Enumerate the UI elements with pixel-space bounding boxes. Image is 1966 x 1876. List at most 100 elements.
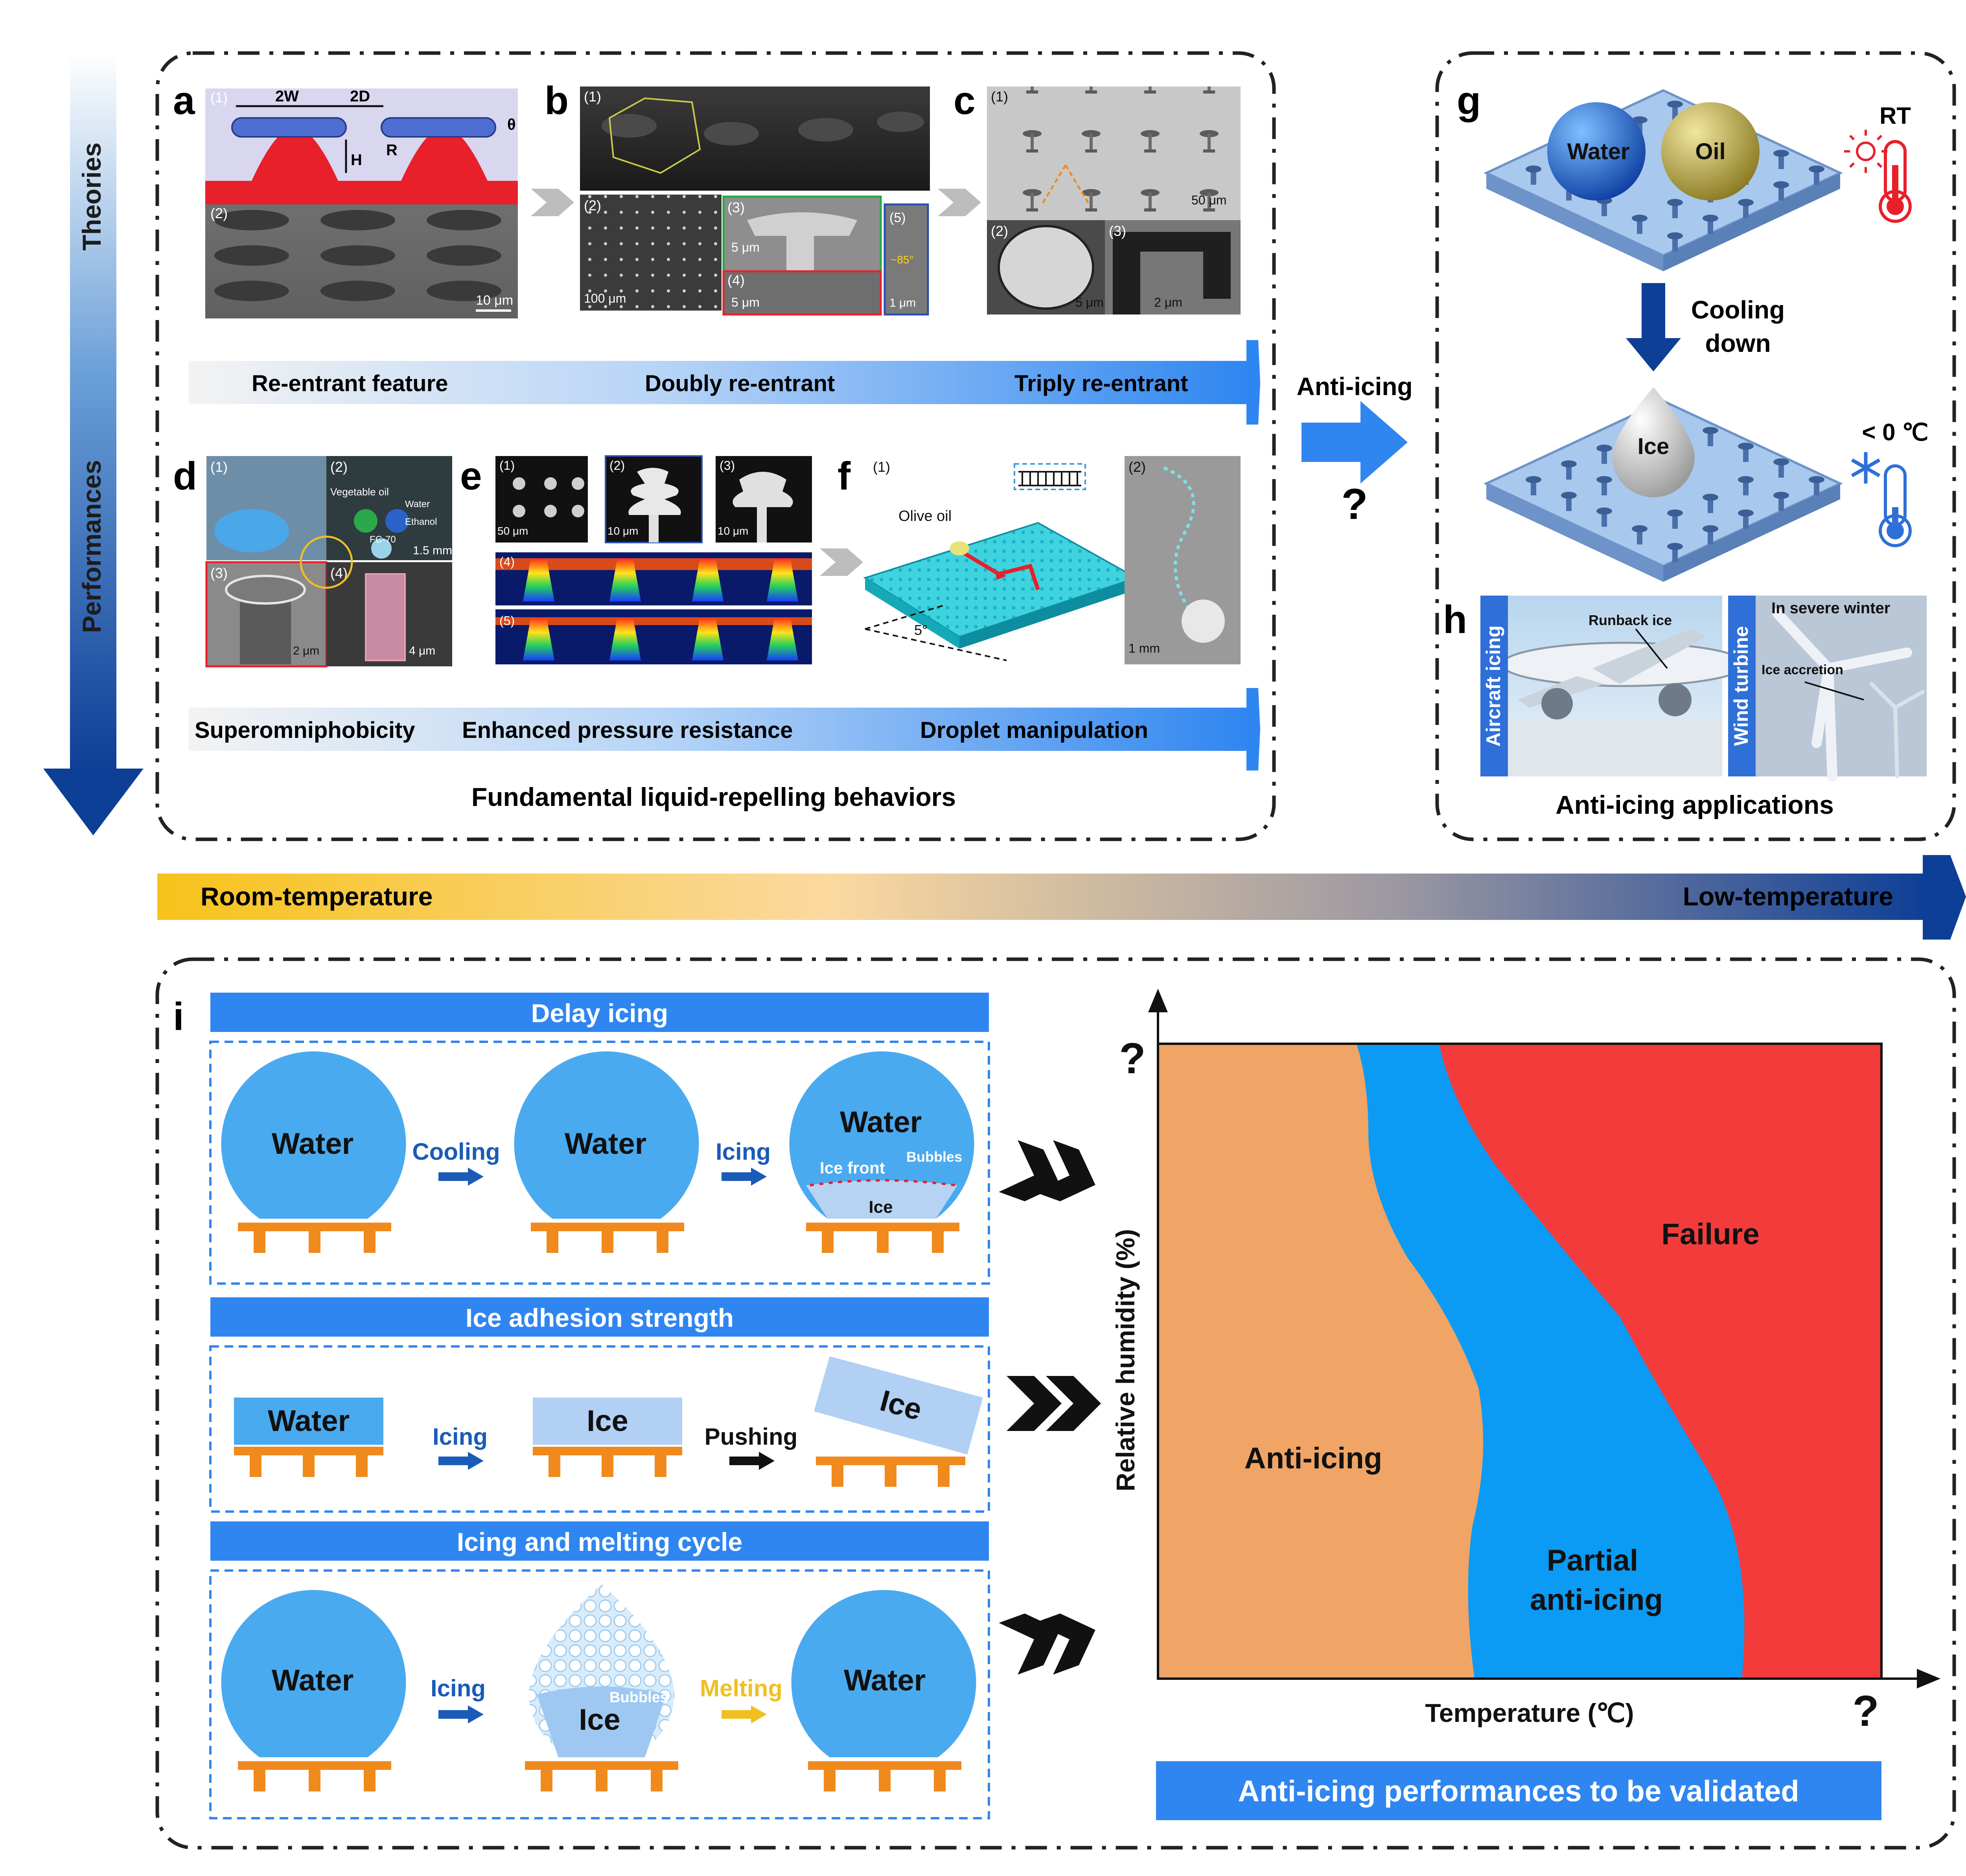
dim-2w: 2W — [275, 88, 299, 105]
chevron-ef — [820, 548, 863, 576]
icing-r3: Icing — [431, 1675, 486, 1701]
bubbles-r3: Bubbles — [609, 1689, 668, 1706]
cooling-arrow-down — [1626, 283, 1681, 372]
region-chart: Relative humidity (%) Temperature (℃) ? … — [1111, 989, 1940, 1735]
y-axis-label: Relative humidity (%) — [1111, 1229, 1140, 1491]
cooling-r1: Cooling — [412, 1138, 500, 1165]
sub-d4: (4) — [330, 565, 348, 581]
validated-banner — [1156, 1761, 1881, 1820]
scale-e50: 50 μm — [497, 525, 528, 537]
chevron-ab — [531, 189, 574, 216]
label-h: h — [1443, 598, 1467, 642]
manipulation-label: Droplet manipulation — [920, 717, 1148, 743]
scale-b5b: 5 μm — [731, 295, 760, 309]
performance-box — [155, 957, 1956, 1850]
water-r1a: Water — [272, 1127, 353, 1161]
label-a: a — [173, 79, 195, 123]
sun-thermometer-icon — [1844, 130, 1912, 223]
scale-d15: 1.5 mm — [413, 544, 452, 557]
water-ball-label: Water — [1567, 139, 1630, 164]
wind-turbine-label: Wind turbine — [1730, 626, 1752, 746]
dim-theta: θ — [507, 116, 516, 133]
runback-ice-label: Runback ice — [1589, 612, 1672, 628]
scale-e10b: 10 μm — [718, 525, 748, 537]
scale-d2: 2 μm — [293, 644, 319, 657]
scale-c2: 2 μm — [1154, 295, 1182, 309]
icing-r2: Icing — [433, 1424, 488, 1450]
scale-b100: 100 μm — [584, 291, 626, 305]
applications-caption: Anti-icing applications — [1555, 790, 1834, 819]
chevrons-to-chart — [999, 1140, 1101, 1675]
label-f: f — [838, 454, 851, 498]
scale-a: 10 μm — [476, 293, 513, 308]
behavior-arrow: Superomniphobicity Enhanced pressure res… — [189, 688, 1260, 771]
scale-b5a: 5 μm — [731, 240, 760, 254]
low-temp-label: Low-temperature — [1683, 882, 1893, 911]
bubbles-r1: Bubbles — [906, 1149, 962, 1165]
partial-region-label-1: Partial — [1547, 1544, 1638, 1577]
cycle-banner — [210, 1521, 989, 1561]
dim-2d: 2D — [350, 88, 370, 105]
sub-d3: (3) — [210, 565, 228, 581]
cooling-down-1: Cooling — [1691, 296, 1785, 324]
ice-r1: Ice — [869, 1197, 893, 1217]
theories-label: Theories — [77, 142, 106, 250]
pressure-label: Enhanced pressure resistance — [462, 717, 793, 743]
failure-region-label: Failure — [1661, 1218, 1759, 1251]
structure-arrow: Re-entrant feature Doubly re-entrant Tri… — [189, 340, 1260, 425]
oil-ball-label: Oil — [1695, 139, 1725, 164]
sub-e4: (4) — [499, 555, 515, 569]
sub-c1: (1) — [991, 88, 1008, 105]
aircraft-icing-label: Aircraft icing — [1482, 625, 1504, 747]
temperature-bar: Room-temperature Low-temperature — [157, 855, 1966, 940]
panel-d: d (1) (2) Vegetable oil Water Ethanol FC… — [173, 454, 452, 668]
cycle-title: Icing and melting cycle — [457, 1527, 742, 1556]
melting-label: Melting — [700, 1675, 782, 1701]
scale-d4: 4 μm — [409, 644, 435, 657]
sub-e1: (1) — [499, 458, 515, 473]
sub-d1: (1) — [210, 459, 228, 475]
doubly-label: Doubly re-entrant — [645, 371, 835, 396]
sub-e5: (5) — [499, 614, 515, 628]
chevron-bc — [938, 189, 981, 216]
sub-d2: (2) — [330, 459, 348, 475]
ethanol-d: Ethanol — [405, 517, 437, 527]
scale-c5: 5 μm — [1075, 295, 1104, 309]
adhesion-title: Ice adhesion strength — [466, 1303, 734, 1332]
water-r3b: Water — [844, 1664, 926, 1697]
ice-r2a: Ice — [587, 1404, 628, 1438]
label-e: e — [460, 454, 482, 498]
delay-icing-row: Delay icing Water Cooling Water Icing Wa… — [209, 993, 990, 1285]
adhesion-row: Ice adhesion strength Water Icing Ice Pu… — [209, 1297, 990, 1513]
water-r1b: Water — [565, 1127, 646, 1161]
theories-performances-arrow: Theories Performances — [43, 53, 144, 835]
dim-r: R — [386, 142, 398, 159]
label-d: d — [173, 454, 197, 498]
anti-icing-region — [1158, 1044, 1483, 1679]
rt-label: RT — [1879, 103, 1911, 129]
anti-icing-mid-label: Anti-icing — [1296, 372, 1412, 401]
pushing-label: Pushing — [705, 1424, 798, 1450]
scale-f1: 1 mm — [1128, 641, 1160, 655]
water-r2: Water — [268, 1404, 350, 1438]
x-axis-label: Temperature (℃) — [1425, 1698, 1634, 1727]
scale-b1: 1 μm — [889, 296, 916, 309]
ice-front-label: Ice front — [820, 1159, 885, 1177]
label-g: g — [1457, 79, 1481, 123]
applications-box — [1435, 51, 1956, 841]
cooling-down-2: down — [1705, 329, 1771, 357]
wind-turbine-icon — [1772, 608, 1912, 782]
anti-icing-region-label: Anti-icing — [1244, 1442, 1382, 1475]
panel-h: h Aircraft icing Runback ice Wind turbin… — [1443, 596, 1927, 782]
snowflake-thermometer-icon — [1851, 452, 1912, 547]
sub-f2: (2) — [1128, 459, 1146, 475]
scale-e10a: 10 μm — [607, 525, 638, 537]
icing-r1: Icing — [716, 1138, 771, 1165]
adhesion-banner — [210, 1297, 989, 1337]
reentrant-label: Re-entrant feature — [252, 371, 448, 396]
superomniphobicity-label: Superomniphobicity — [195, 717, 415, 743]
mid-question: ? — [1341, 480, 1368, 528]
panel-f: f (1) Olive oil 5° (2) 1 mm — [838, 454, 1241, 664]
